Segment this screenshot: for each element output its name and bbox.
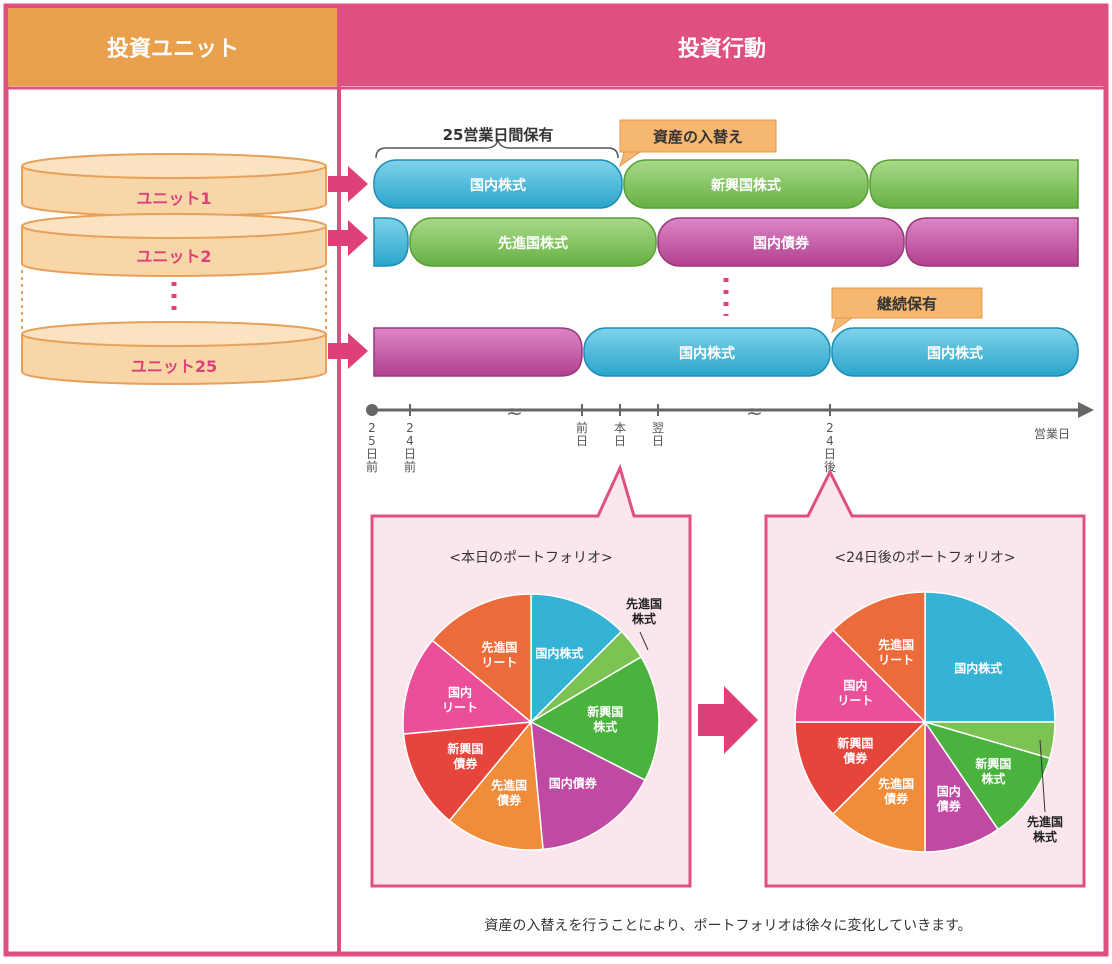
holding-period-brace: [375, 139, 619, 159]
pie-leader-developed-stock: [639, 631, 649, 651]
pie-label-emerging-stock: 新興国株式: [975, 756, 1011, 786]
time-axis-origin: [366, 404, 378, 416]
pie-label-developed-reit: 先進国リート: [878, 637, 914, 667]
panel-today-title: <本日のポートフォリオ>: [449, 550, 612, 566]
axis-label: 営業日: [1034, 427, 1070, 441]
pie-label-developed-bond: 先進国債券: [878, 776, 914, 806]
pie-label-domestic-stock: 国内株式: [535, 645, 583, 660]
row1-bar-emerging-stock: [623, 159, 869, 209]
pie-slice-domestic-reit: [402, 639, 533, 735]
time-axis-arrowhead: [1078, 402, 1094, 418]
time-axis-ticks: [409, 404, 831, 416]
row3-label-2: 国内株式: [927, 345, 983, 362]
unit2-arrow: [328, 220, 368, 256]
pie-label-emerging-bond: 新興国債券: [837, 735, 873, 765]
row2-bar-prev: [373, 217, 409, 267]
row3-bar-prev: [373, 327, 583, 377]
pie-slice-developed-reit: [832, 591, 926, 724]
row2-bar-domestic-bond: [657, 217, 905, 267]
pie-slice-domestic-bond: [530, 720, 647, 851]
svg-text:前日: 前日: [576, 420, 588, 448]
row3-label-1: 国内株式: [679, 345, 735, 362]
pie-slice-developed-reit: [431, 593, 532, 724]
row1-label-2: 新興国株式: [711, 177, 781, 194]
row2-label-1: 先進国株式: [498, 235, 568, 252]
pie-label-domestic-bond: 国内債券: [549, 775, 598, 790]
unit-dots: [21, 270, 327, 332]
row1-bar-domestic-stock: [373, 159, 623, 209]
svg-text:翌日: 翌日: [652, 421, 664, 448]
swap-callout: 資産の入替え: [619, 119, 777, 168]
pie-label-developed-stock: 先進国株式: [626, 596, 662, 626]
pie-label-domestic-reit: 国内リート: [442, 685, 478, 715]
pie-slice-domestic-stock: [530, 593, 623, 724]
panel-later: <24日後のポートフォリオ> 国内株式新興国株式国内債券先進国債券新興国債券国内…: [764, 468, 1086, 888]
pie-label-domestic-reit: 国内リート: [837, 678, 873, 708]
tick-label-4: 本日: [614, 421, 626, 448]
tick-label-5: 翌日: [652, 421, 664, 448]
pie-slice-emerging-bond: [794, 721, 927, 815]
pie-label-domestic-stock: 国内株式: [954, 661, 1002, 676]
tick-label-3: 前日: [576, 420, 588, 448]
row1-bar-next: [869, 159, 1079, 209]
header-right-title: 投資行動: [678, 36, 766, 62]
unit2-label: ユニット2: [136, 247, 211, 266]
row3-bar-domestic-stock: [583, 327, 831, 377]
pie-label-developed-reit: 先進国リート: [481, 639, 517, 669]
panel-later-title: <24日後のポートフォリオ>: [834, 550, 1015, 566]
pie-slice-developed-bond: [448, 720, 544, 851]
panel-transition-arrow: [698, 686, 758, 754]
unit-cylinder-2: ユニット2: [21, 213, 327, 277]
holding-period-label: 25営業日間保有: [443, 126, 554, 144]
unit-cylinder-25: ユニット25: [21, 321, 327, 385]
unit25-label: ユニット25: [131, 357, 217, 376]
row1-label-1: 国内株式: [470, 177, 526, 194]
continue-label: 継続保有: [877, 295, 937, 313]
pie-slice-domestic-bond: [924, 719, 1000, 853]
pie-label-developed-bond: 先進国債券: [491, 777, 527, 807]
unit1-label: ユニット1: [136, 189, 211, 208]
unit-cylinder-1: ユニット1: [21, 153, 327, 217]
pie-slice-domestic-reit: [794, 629, 927, 723]
axis-break-2: ≈: [746, 399, 763, 423]
pie-slice-emerging-stock: [923, 720, 1051, 831]
pie-label-domestic-bond: 国内債券: [936, 784, 962, 814]
header-left-title: 投資ユニット: [107, 36, 239, 62]
pie-slice-emerging-stock: [529, 655, 660, 782]
row2-bar-developed-stock: [409, 217, 657, 267]
row3-bar-domestic-stock-2: [831, 327, 1079, 377]
unit1-arrow: [328, 166, 368, 202]
pie-leader-developed-stock: [1039, 739, 1046, 813]
header-right-bar: [341, 8, 1104, 86]
svg-text:本日: 本日: [614, 421, 626, 448]
pie-label-developed-stock: 先進国株式: [1027, 814, 1063, 844]
row2-label-2: 国内債券: [753, 235, 810, 252]
pie-slice-domestic-stock: [924, 591, 1056, 723]
swap-label: 資産の入替え: [653, 128, 743, 146]
pie-label-emerging-bond: 新興国債券: [447, 741, 483, 771]
footnote: 資産の入替えを行うことにより、ポートフォリオは徐々に変化していきます。: [484, 917, 971, 934]
pie-slice-emerging-bond: [402, 721, 533, 822]
header-left-bar: [8, 8, 338, 86]
unit25-arrow: [328, 333, 368, 369]
pie-slice-developed-bond: [832, 720, 926, 853]
svg-text:24日後: 24日後: [824, 421, 836, 474]
pie-label-emerging-stock: 新興国株式: [587, 704, 623, 734]
axis-break-1: ≈: [506, 399, 523, 423]
row2-bar-next: [905, 217, 1079, 267]
continue-callout: 継続保有: [831, 287, 983, 334]
